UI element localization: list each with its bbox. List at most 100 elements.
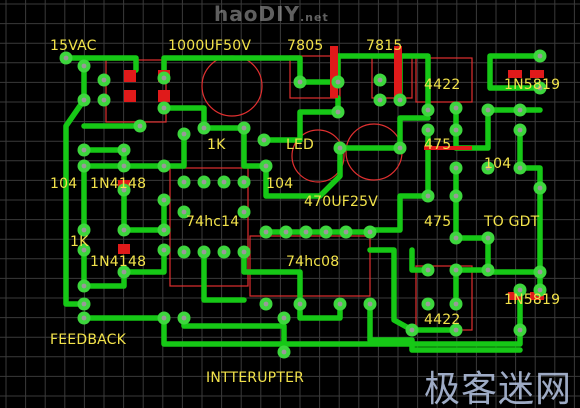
- pad-hole: [281, 315, 287, 321]
- copper-trace-1: [63, 63, 87, 307]
- label-104-mid: 104: [266, 176, 294, 192]
- label-to-gdt: TO GDT: [484, 214, 540, 230]
- pad-hole: [121, 227, 127, 233]
- pad-hole: [221, 179, 227, 185]
- pad-hole: [241, 209, 247, 215]
- watermark-top: haoDIY.net: [214, 2, 329, 26]
- pad-hole: [161, 227, 167, 233]
- smd-pad: [118, 244, 130, 254]
- pad-hole: [537, 53, 543, 59]
- pad-hole: [377, 97, 383, 103]
- pad-hole: [485, 165, 491, 171]
- copper-trace-14: [517, 127, 543, 191]
- pad-hole: [121, 187, 127, 193]
- pad-hole: [81, 301, 87, 307]
- watermark-bottom: 极客迷网: [424, 369, 573, 408]
- smd-pad: [124, 90, 136, 102]
- label-4422-bottom: 4422: [424, 312, 461, 328]
- label-475-a: 475: [424, 137, 452, 153]
- copper-trace-15: [367, 127, 431, 233]
- pad-hole: [517, 287, 523, 293]
- label-1n4148-a: 1N4148: [90, 176, 147, 192]
- pad-hole: [81, 283, 87, 289]
- pad-hole: [343, 229, 349, 235]
- ic-4422-top-outline: [415, 57, 473, 103]
- pad-hole: [101, 97, 107, 103]
- copper-trace-20: [121, 187, 167, 233]
- pad-hole: [161, 247, 167, 253]
- pad-hole: [121, 147, 127, 153]
- pad-hole: [485, 107, 491, 113]
- smd-pad: [508, 70, 522, 78]
- pad-hole: [537, 287, 543, 293]
- pad-hole: [377, 77, 383, 83]
- pad-hole: [323, 229, 329, 235]
- pad-hole: [161, 315, 167, 321]
- label-1k-b: 1K: [70, 234, 89, 250]
- led-outline: [291, 129, 345, 183]
- pad-hole: [201, 125, 207, 131]
- pad-hole: [181, 315, 187, 321]
- pad-hole: [161, 197, 167, 203]
- label-15vac: 15VAC: [50, 38, 97, 54]
- pad-hole: [263, 163, 269, 169]
- pad-hole: [81, 163, 87, 169]
- pad-hole: [81, 315, 87, 321]
- pad-hole: [303, 229, 309, 235]
- pad-hole: [81, 227, 87, 233]
- pad-hole: [81, 63, 87, 69]
- copper-trace-2: [161, 55, 341, 85]
- pad-hole: [485, 235, 491, 241]
- through-hole-pads-layer: [59, 49, 547, 359]
- pad-hole: [161, 75, 167, 81]
- pad-hole: [121, 269, 127, 275]
- pad-hole: [453, 327, 459, 333]
- copper-trace-23: [367, 247, 459, 333]
- label-1n5819-top: 1N5819: [504, 77, 561, 93]
- pad-hole: [221, 249, 227, 255]
- label-104-right: 104: [484, 156, 512, 172]
- copper-trace-26: [201, 249, 247, 303]
- pad-hole: [281, 349, 287, 355]
- smd-pad: [158, 90, 170, 102]
- pad-hole: [241, 249, 247, 255]
- label-feedback: FEEDBACK: [50, 332, 127, 348]
- pad-hole: [453, 193, 459, 199]
- pad-hole: [181, 249, 187, 255]
- pad-hole: [201, 179, 207, 185]
- pad-hole: [263, 301, 269, 307]
- pad-hole: [337, 145, 343, 151]
- pad-hole: [367, 229, 373, 235]
- pad-hole: [397, 145, 403, 151]
- pad-hole: [161, 105, 167, 111]
- copper-trace-0: [63, 55, 139, 73]
- pad-hole: [81, 97, 87, 103]
- pad-hole: [367, 301, 373, 307]
- label-74hc14: 74hc14: [186, 214, 240, 230]
- pad-hole: [537, 269, 543, 275]
- pad-hole: [337, 301, 343, 307]
- smd-pad: [124, 70, 136, 82]
- pad-hole: [425, 301, 431, 307]
- pad-hole: [425, 127, 431, 133]
- smd-pad: [530, 70, 544, 78]
- label-7815: 7815: [366, 38, 403, 54]
- pad-hole: [81, 147, 87, 153]
- copper-trace-12: [453, 105, 543, 151]
- smd-pad: [530, 292, 544, 300]
- copper-trace-28: [367, 301, 523, 353]
- pad-hole: [263, 229, 269, 235]
- pad-hole: [181, 179, 187, 185]
- pad-hole: [409, 327, 415, 333]
- label-cap-1000uf: 1000UF50V: [168, 38, 252, 54]
- pad-hole: [425, 193, 431, 199]
- pad-hole: [335, 109, 341, 115]
- smd-pad: [394, 46, 402, 98]
- label-104-left: 104: [50, 176, 78, 192]
- ic-74hc14-outline: [169, 167, 249, 287]
- pad-hole: [101, 77, 107, 83]
- copper-trace-10: [263, 145, 343, 199]
- pad-hole: [517, 165, 523, 171]
